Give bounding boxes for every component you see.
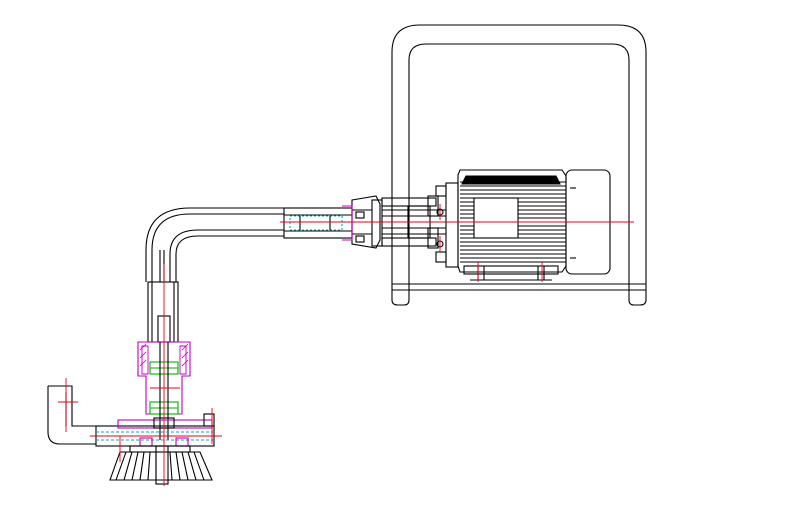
frame <box>391 24 647 306</box>
coupling-housing <box>351 195 446 249</box>
aerator-head <box>95 413 215 453</box>
coupler-sleeve <box>283 205 353 241</box>
vertical-column <box>147 281 179 343</box>
motor <box>435 169 611 281</box>
air-inlet-pipe <box>47 385 96 445</box>
impeller <box>109 445 213 485</box>
centerlines <box>58 204 634 486</box>
bent-drive-tube <box>145 207 284 282</box>
